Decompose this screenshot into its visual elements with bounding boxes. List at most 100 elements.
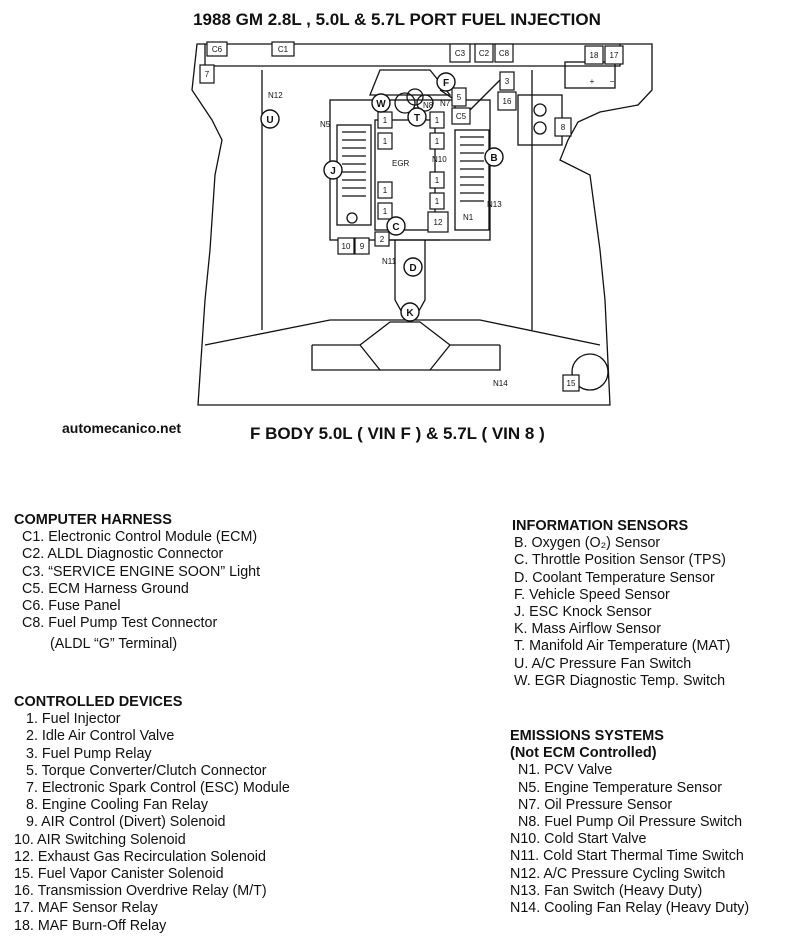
legend-item: U. A/C Pressure Fan Switch bbox=[514, 655, 692, 672]
battery-minus: − bbox=[610, 77, 615, 86]
legend-heading: INFORMATION SENSORS bbox=[512, 518, 689, 534]
legend-item: (ALDL “G” Terminal) bbox=[50, 636, 178, 653]
legend-item: N8. Fuel Pump Oil Pressure Switch bbox=[518, 814, 743, 831]
legend-subheading: (Not ECM Controlled) bbox=[510, 745, 657, 762]
text-label-n8: N8 bbox=[423, 101, 434, 110]
legend-item: J. ESC Knock Sensor bbox=[514, 604, 652, 621]
legend-item: 8. Engine Cooling Fan Relay bbox=[26, 797, 208, 814]
body-outline bbox=[191, 43, 653, 406]
text-label-egr: EGR bbox=[392, 159, 410, 168]
circle-label-f: F bbox=[443, 78, 449, 89]
legend-emissions-systems: EMISSIONS SYSTEMS (Not ECM Controlled) N… bbox=[510, 728, 749, 917]
circle-label-w: W bbox=[376, 99, 386, 110]
vapor-canister bbox=[571, 353, 609, 391]
legend-item: D. Coolant Temperature Sensor bbox=[514, 569, 715, 586]
text-label-n7: N7 bbox=[440, 99, 451, 108]
legend-computer-harness: COMPUTER HARNESS C1. Electronic Control … bbox=[14, 512, 260, 654]
legend-item: 1. Fuel Injector bbox=[26, 711, 121, 728]
circle-label-j: J bbox=[330, 166, 336, 177]
source-credit: automecanico.net bbox=[62, 420, 182, 436]
legend-item: N10. Cold Start Valve bbox=[510, 831, 647, 848]
legend-item: 5. Torque Converter/Clutch Connector bbox=[26, 762, 267, 779]
box-label-5: 5 bbox=[457, 93, 462, 102]
legend-heading: CONTROLLED DEVICES bbox=[14, 694, 183, 710]
legend-item: 17. MAF Sensor Relay bbox=[14, 900, 158, 917]
text-label-n5: N5 bbox=[320, 120, 331, 129]
firewall bbox=[204, 319, 601, 346]
right-cylinder-head bbox=[454, 129, 490, 231]
legend-item: C2. ALDL Diagnostic Connector bbox=[22, 546, 224, 563]
legend-item: C. Throttle Position Sensor (TPS) bbox=[514, 552, 726, 569]
circle-label-b: B bbox=[490, 153, 497, 164]
battery-plus: + bbox=[590, 77, 595, 86]
box-label-1h: 1 bbox=[435, 197, 440, 206]
box-label-3: 3 bbox=[505, 77, 510, 86]
legend-item: C8. Fuel Pump Test Connector bbox=[22, 615, 218, 632]
text-label-n14: N14 bbox=[493, 379, 508, 388]
legend-information-sensors: INFORMATION SENSORS B. Oxygen (O₂) Senso… bbox=[512, 518, 730, 690]
legend-item: C1. Electronic Control Module (ECM) bbox=[22, 529, 258, 546]
legend-item: N12. A/C Pressure Cycling Switch bbox=[510, 865, 726, 882]
text-label-n13: N13 bbox=[487, 200, 502, 209]
text-label-n1: N1 bbox=[463, 213, 474, 222]
legend-item: 15. Fuel Vapor Canister Solenoid bbox=[14, 866, 224, 883]
legend-item: 9. AIR Control (Divert) Solenoid bbox=[26, 814, 226, 831]
box-label-1g: 1 bbox=[435, 176, 440, 185]
box-label-1c: 1 bbox=[435, 116, 440, 125]
circle-label-k: K bbox=[406, 308, 414, 319]
legend-item: 10. AIR Switching Solenoid bbox=[14, 831, 186, 848]
box-label-2: 2 bbox=[380, 235, 385, 244]
legend-item: N14. Cooling Fan Relay (Heavy Duty) bbox=[510, 900, 750, 917]
box-label-10: 10 bbox=[342, 242, 351, 251]
circle-label-t: T bbox=[414, 113, 420, 124]
legend-item: 18. MAF Burn-Off Relay bbox=[14, 917, 167, 934]
legend-item: W. EGR Diagnostic Temp. Switch bbox=[514, 672, 726, 689]
legend-item: C3. “SERVICE ENGINE SOON” Light bbox=[22, 563, 261, 580]
box-label-1d: 1 bbox=[435, 137, 440, 146]
legend-item: N11. Cold Start Thermal Time Switch bbox=[510, 848, 744, 865]
legend-item: T. Manifold Air Temperature (MAT) bbox=[514, 638, 731, 655]
box-label-1a: 1 bbox=[383, 116, 388, 125]
box-label-18: 18 bbox=[590, 51, 599, 60]
text-label-n10: N10 bbox=[432, 155, 447, 164]
box-label-c6: C6 bbox=[212, 45, 223, 54]
box-label-9: 9 bbox=[360, 242, 365, 251]
box-label-8: 8 bbox=[561, 123, 566, 132]
diagram-subtitle: F BODY 5.0L ( VIN F ) & 5.7L ( VIN 8 ) bbox=[250, 424, 545, 443]
box-label-15: 15 bbox=[567, 379, 576, 388]
diagram-title: 1988 GM 2.8L , 5.0L & 5.7L PORT FUEL INJ… bbox=[193, 10, 601, 29]
legend-item: N5. Engine Temperature Sensor bbox=[518, 779, 722, 796]
legend-item: K. Mass Airflow Sensor bbox=[514, 621, 661, 638]
box-label-1f: 1 bbox=[383, 207, 388, 216]
box-label-c8: C8 bbox=[499, 49, 510, 58]
legend-item: F. Vehicle Speed Sensor bbox=[514, 586, 670, 603]
box-label-c5: C5 bbox=[456, 112, 467, 121]
legend-item: 2. Idle Air Control Valve bbox=[26, 728, 175, 745]
box-label-c2: C2 bbox=[479, 49, 490, 58]
box-label-17: 17 bbox=[610, 51, 619, 60]
engine-compartment-diagram: C6 C1 C3 C2 C8 18 17 + − 7 3 16 8 5 C5 1… bbox=[191, 41, 653, 406]
legend-item: C5. ECM Harness Ground bbox=[22, 580, 189, 597]
legend-controlled-devices: CONTROLLED DEVICES 1. Fuel Injector 2. I… bbox=[14, 694, 290, 935]
legend-item: C6. Fuse Panel bbox=[22, 598, 121, 615]
legend-item: N1. PCV Valve bbox=[518, 762, 613, 779]
legend-item: B. Oxygen (O₂) Sensor bbox=[514, 535, 661, 552]
legend-item: 16. Transmission Overdrive Relay (M/T) bbox=[14, 883, 267, 900]
box-label-12: 12 bbox=[434, 218, 443, 227]
box-label-1b: 1 bbox=[383, 137, 388, 146]
box-label-7: 7 bbox=[205, 70, 210, 79]
radiator-support bbox=[204, 44, 621, 67]
legend-heading: EMISSIONS SYSTEMS bbox=[510, 728, 664, 744]
box-label-1e: 1 bbox=[383, 186, 388, 195]
legend-item: 7. Electronic Spark Control (ESC) Module bbox=[26, 780, 290, 797]
box-label-c3: C3 bbox=[455, 49, 466, 58]
circle-label-u: U bbox=[266, 115, 273, 126]
legend-item: 3. Fuel Pump Relay bbox=[26, 745, 152, 762]
box-label-c1: C1 bbox=[278, 45, 289, 54]
text-label-n11: N11 bbox=[382, 257, 397, 266]
legend-item: N13. Fan Switch (Heavy Duty) bbox=[510, 882, 703, 899]
circle-label-d: D bbox=[409, 263, 416, 274]
legend-item: 12. Exhaust Gas Recirculation Solenoid bbox=[14, 848, 266, 865]
circle-label-c: C bbox=[392, 222, 399, 233]
legend-item: N7. Oil Pressure Sensor bbox=[518, 796, 673, 813]
